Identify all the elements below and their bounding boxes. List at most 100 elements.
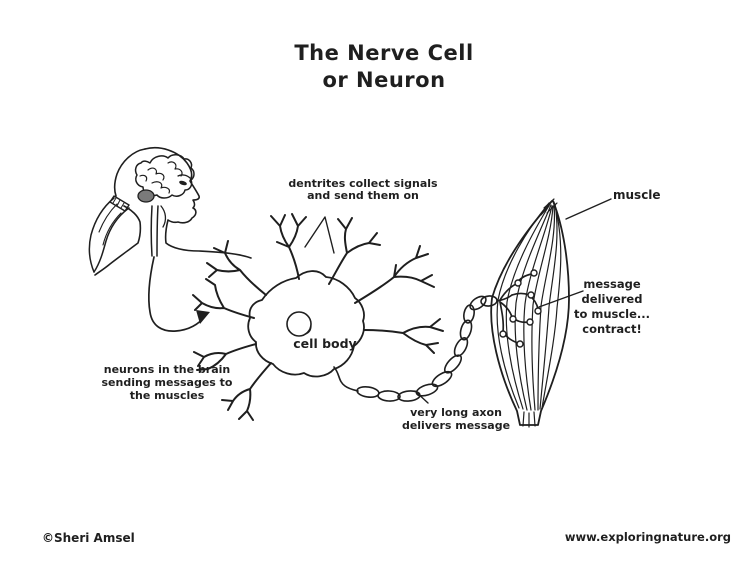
dendrite-right-upper — [354, 245, 435, 304]
nucleus-drawing — [286, 311, 312, 337]
muscle-label: muscle — [613, 188, 683, 202]
terminal-bouton — [527, 291, 535, 299]
brain-drawing — [134, 154, 195, 203]
terminal-boutons — [499, 269, 542, 348]
brain-convolution-2 — [167, 161, 183, 177]
dendrites-pointer-caret — [304, 216, 335, 254]
dendrites-label: dentrites collect signals and send them … — [278, 178, 448, 202]
axon-drawing — [333, 295, 498, 402]
dendrite-left-mid — [192, 278, 255, 319]
signal-arrow — [147, 256, 210, 332]
myelin-segment — [453, 337, 469, 357]
eyebrow-line — [177, 174, 191, 179]
ponytail-drawing — [88, 195, 130, 273]
muscle-bottom-tendon-lines — [522, 411, 536, 428]
website-text: www.exploringnature.org — [564, 530, 731, 544]
myelin-segment — [443, 354, 463, 374]
nucleus-circle — [286, 311, 312, 337]
brain-outline — [134, 154, 195, 199]
brain-convolution-3 — [151, 181, 171, 194]
muscle-fiber — [531, 205, 554, 411]
terminal-bouton — [530, 269, 538, 277]
spinal-cord-right-line — [156, 205, 159, 257]
myelin-segment — [377, 390, 401, 402]
axon-terminal-drawing — [496, 269, 542, 348]
myelin-segment — [469, 295, 487, 311]
leader-lines — [304, 198, 612, 404]
page-title: The Nerve Cell or Neuron — [254, 40, 514, 94]
terminal-branch — [499, 301, 513, 318]
ponytail-inner-edge — [93, 207, 130, 273]
signal-arrow-curve — [147, 256, 205, 332]
muscle-fiber — [505, 203, 551, 410]
axon-label: very long axon delivers message — [391, 406, 521, 432]
message-label-line-3: to muscle... — [573, 307, 651, 321]
cell-body-label-text: cell body — [293, 336, 357, 351]
title-line-2: or Neuron — [322, 68, 446, 92]
terminal-bouton — [534, 307, 542, 315]
woman-head-drawing — [88, 147, 252, 276]
dendrites-drawing — [192, 213, 444, 421]
muscle-fiber — [523, 205, 553, 411]
brain-convolution-1 — [147, 167, 165, 181]
brain-neurons-label: neurons in the brain sending messages to… — [100, 363, 234, 402]
spinal-cord-drawing — [150, 205, 159, 257]
dendrite-top-right — [328, 217, 381, 285]
axon-initial-segment — [333, 366, 359, 392]
brain-convolution-4 — [139, 174, 148, 182]
spinal-cord-left-line — [150, 205, 153, 257]
back-of-head-line — [113, 148, 146, 197]
ponytail-strand-2 — [98, 203, 118, 233]
ponytail-strand-1 — [102, 212, 122, 246]
muscle-fiber — [541, 201, 562, 409]
axon-label-line-2: delivers message — [401, 418, 511, 432]
myelin-segments — [356, 295, 498, 402]
terminal-branch — [499, 283, 517, 301]
myelin-segment — [356, 386, 380, 398]
axon-leader-line — [414, 390, 429, 404]
myelin-segment — [459, 319, 473, 341]
terminal-bouton — [499, 330, 507, 338]
dendrites-label-line-2: and send them on — [307, 189, 419, 202]
message-label-line-4: contract! — [582, 322, 642, 336]
ponytail-outer-edge — [88, 197, 115, 273]
nucleus-notch — [304, 325, 312, 335]
muscle-leader-line — [565, 198, 612, 220]
muscle-fiber — [514, 204, 552, 411]
terminal-branch — [511, 292, 530, 296]
myelin-segment — [415, 383, 439, 397]
myelin-segment — [480, 295, 498, 307]
terminal-bouton — [516, 340, 524, 348]
terminal-branch — [499, 301, 505, 333]
dendrite-left-lower — [193, 343, 257, 371]
neuron-drawing — [192, 213, 498, 421]
terminal-bouton — [514, 279, 522, 287]
message-label: message delivered to muscle... contract! — [552, 277, 672, 337]
terminal-trunk — [496, 294, 513, 302]
cerebellum-shape — [137, 189, 155, 203]
message-label-line-2: delivered — [581, 292, 643, 306]
muscle-top-tendon-lines — [540, 198, 558, 216]
copyright-text: ©Sheri Amsel — [42, 531, 135, 545]
dendrite-top — [270, 213, 307, 280]
dendrite-right-lower — [363, 318, 444, 354]
muscle-outline — [490, 200, 570, 426]
face-profile-line — [144, 147, 252, 259]
dendrite-left-upper — [206, 240, 267, 296]
hairband-hatching — [112, 197, 125, 209]
myelin-segment — [431, 370, 453, 388]
terminal-bouton — [526, 318, 534, 326]
signal-arrowhead — [196, 310, 210, 324]
message-leader-line — [538, 290, 584, 308]
message-label-line-1: message — [583, 277, 641, 291]
muscle-fiber — [539, 203, 558, 410]
eye-mark — [179, 180, 187, 186]
brain-neurons-label-line-3: the muscles — [129, 389, 205, 402]
axon-label-line-1: very long axon — [410, 406, 502, 419]
title-line-1: The Nerve Cell — [294, 41, 474, 65]
terminal-bouton — [509, 315, 517, 323]
muscle-label-text: muscle — [613, 188, 661, 202]
dendrites-label-line-1: dentrites collect signals — [288, 177, 438, 190]
